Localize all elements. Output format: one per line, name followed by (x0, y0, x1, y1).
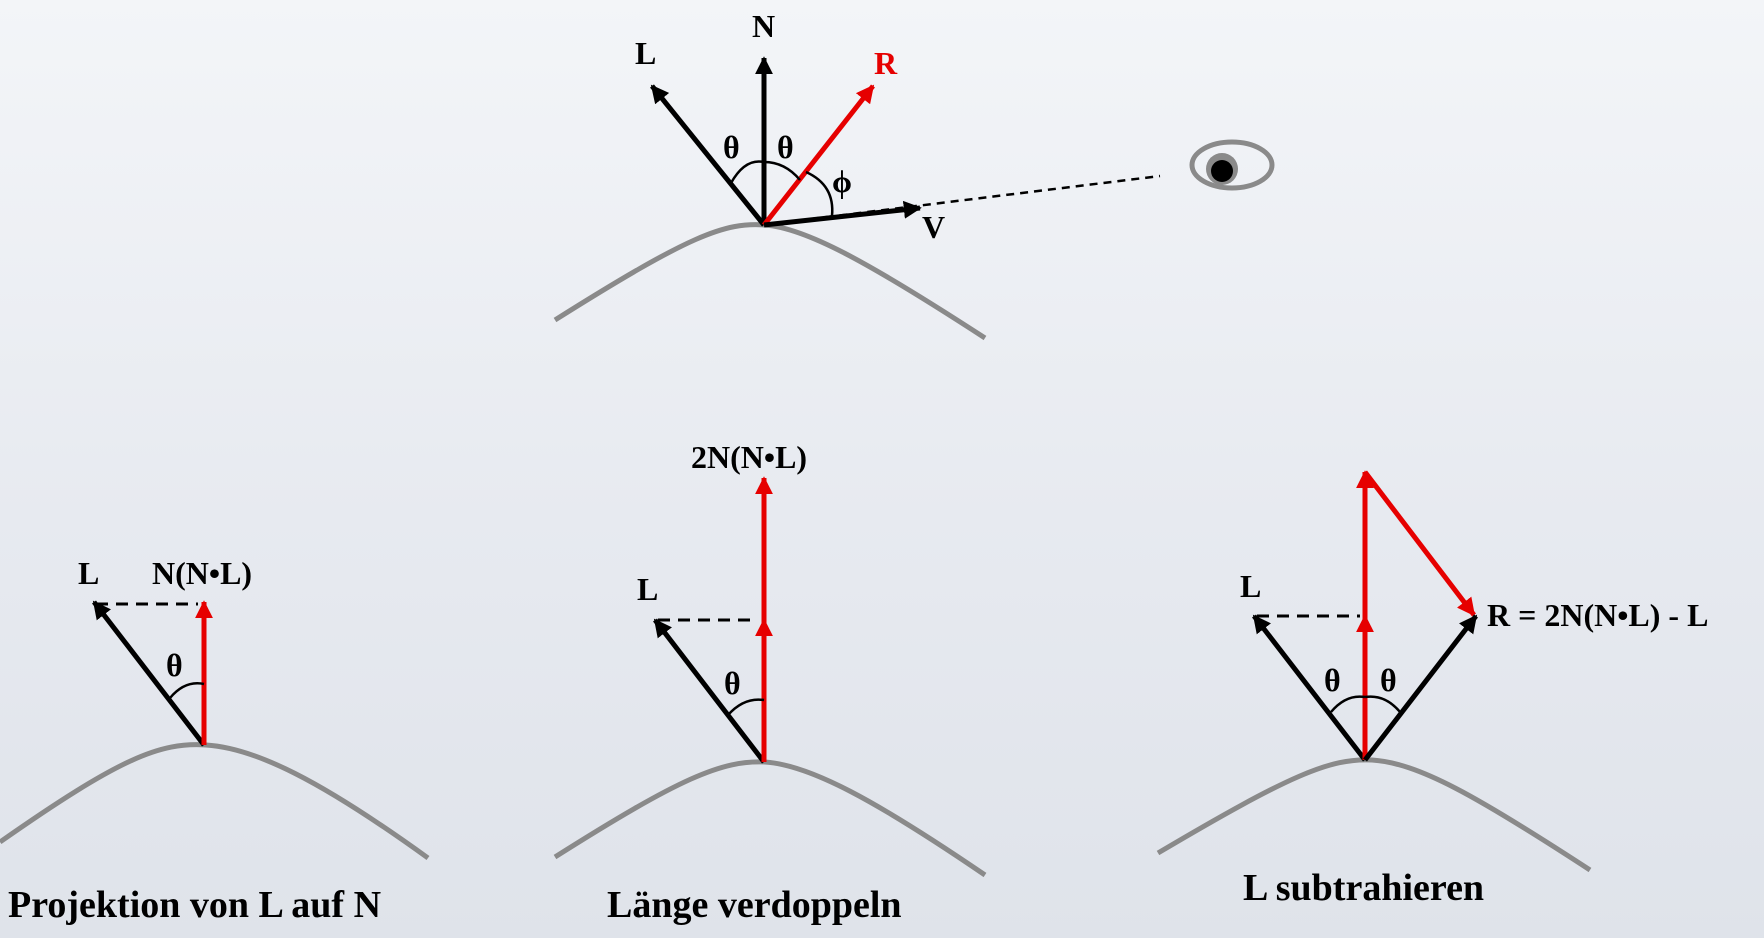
panel1-theta-arc (169, 682, 205, 699)
panel2-theta-arc (727, 698, 765, 716)
top-diagram: N L R V θ θ ϕ (553, 8, 1275, 341)
panel2-light-vector (653, 618, 766, 764)
top-phi: ϕ (832, 163, 852, 199)
panel-double-length: 2N(N•L) L θ Länge verdoppeln (553, 439, 987, 926)
top-label-v: V (922, 209, 945, 245)
top-line-of-sight (769, 174, 1161, 226)
panel3-light-vector (1252, 614, 1367, 762)
panel1-label-proj: N(N•L) (152, 555, 252, 591)
top-theta-right: θ (777, 129, 794, 165)
panel3-reflection-vector (1363, 614, 1478, 762)
panel1-label-l: L (78, 555, 99, 591)
panel3-minus-l-vector (1363, 470, 1476, 617)
top-label-r: R (874, 45, 898, 81)
panel-projection: L N(N•L) θ Projektion von L auf N (0, 555, 430, 926)
top-theta-arc-right (763, 160, 801, 181)
panel3-theta-right: θ (1380, 662, 1397, 698)
panel2-label-top: 2N(N•L) (691, 439, 807, 475)
panel2-surface-curve (553, 759, 987, 878)
top-surface-curve (553, 222, 987, 341)
panel3-theta-left: θ (1324, 662, 1341, 698)
panel2-theta: θ (724, 665, 741, 701)
panel2-label-l: L (637, 571, 658, 607)
panel-subtract-l: L R = 2N(N•L) - L θ θ L subtrahieren (1156, 470, 1708, 909)
panel1-surface-curve (0, 742, 430, 861)
top-theta-arc-left (729, 160, 765, 184)
panel3-theta-arc-right (1364, 695, 1401, 713)
top-light-vector (650, 84, 766, 227)
panel3-caption: L subtrahieren (1243, 867, 1484, 909)
top-reflection-vector (762, 84, 875, 227)
top-label-l: L (635, 35, 656, 71)
panel3-theta-arc-left (1330, 695, 1366, 713)
top-label-n: N (752, 8, 775, 44)
panel3-label-l: L (1240, 568, 1261, 604)
panel2-caption: Länge verdoppeln (607, 884, 902, 926)
eye-icon (1189, 139, 1275, 191)
panel1-caption: Projektion von L auf N (8, 884, 381, 926)
top-phi-arc (805, 170, 834, 217)
panel1-light-vector (92, 600, 206, 747)
panel3-surface-curve (1156, 757, 1592, 873)
top-theta-left: θ (723, 129, 740, 165)
panel3-label-r: R = 2N(N•L) - L (1487, 597, 1708, 633)
panel1-theta: θ (166, 647, 183, 683)
